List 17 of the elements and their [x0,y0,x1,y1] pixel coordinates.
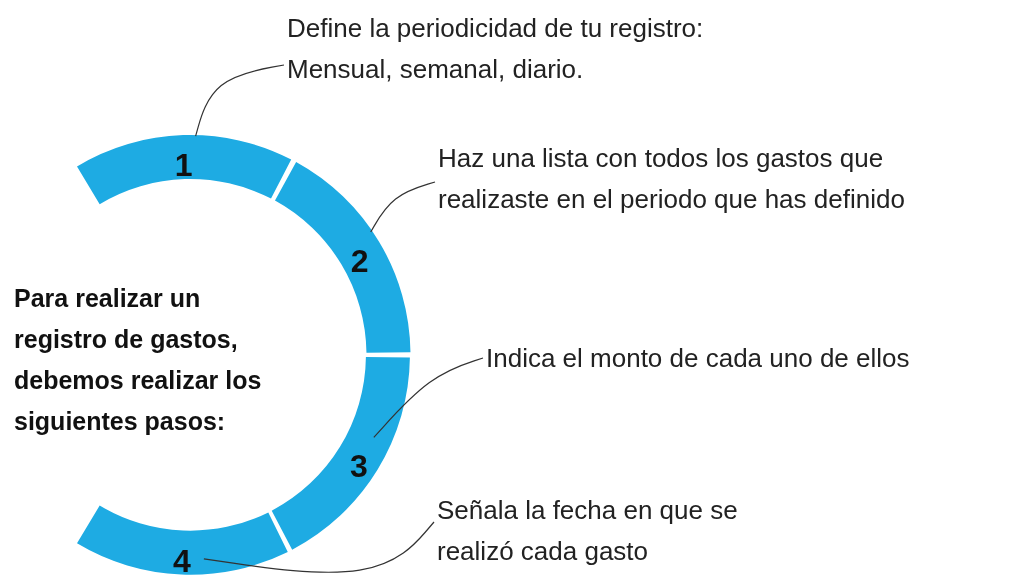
leader-line [203,521,435,573]
step-description: Señala la fecha en que se realizó cada gasto [437,490,807,572]
step-number: 3 [349,450,368,483]
intro-text: Para realizar un registro de gastos, debemos realizar los siguientes pasos: [14,283,263,437]
step-description: Indica el monto de cada uno de ellos [486,338,1026,379]
ring-segment [77,506,288,575]
step-number: 4 [172,544,191,577]
leader-line [195,64,285,137]
leader-line [373,357,484,439]
ring-segment [76,135,290,205]
ring-segment [272,357,410,550]
step-description: Define la periodicidad de tu registro: Mensual, semanal, diario. [287,8,747,90]
step-description: Haz una lista con todos los gastos que realizaste en el periodo que has definido [438,138,978,220]
step-number: 2 [350,245,369,277]
leader-line [370,181,436,233]
step-number: 1 [174,149,193,182]
ring-segment [274,162,410,353]
